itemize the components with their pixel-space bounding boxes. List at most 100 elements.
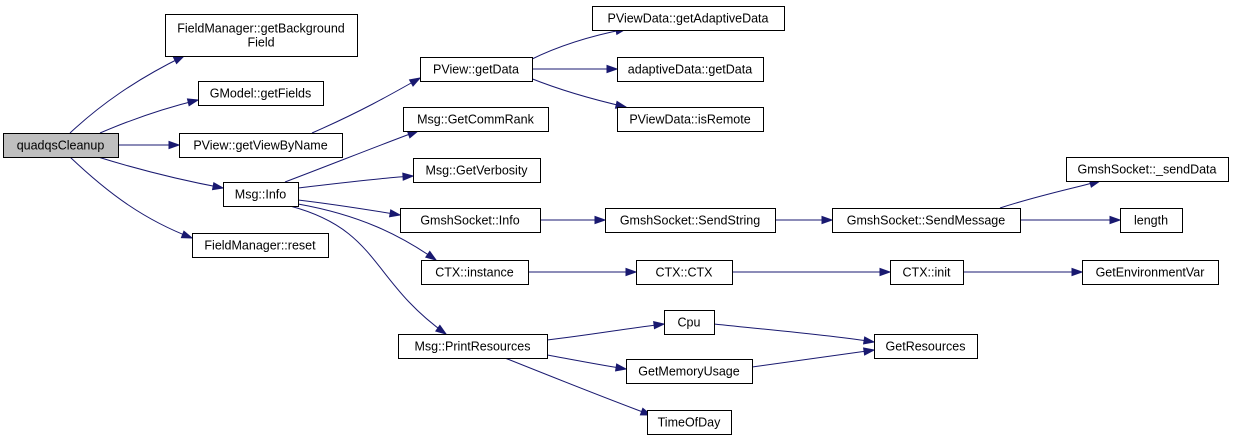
node-timeofday[interactable]: TimeOfDay xyxy=(647,410,732,435)
node-ctx-instance[interactable]: CTX::instance xyxy=(421,260,529,285)
node-gmshsocket-info[interactable]: GmshSocket::Info xyxy=(400,208,541,233)
node-quadqsCleanup[interactable]: quadqsCleanup xyxy=(3,133,119,158)
arrowhead xyxy=(614,363,628,372)
node-label: Msg::GetCommRank xyxy=(417,113,534,127)
node-box xyxy=(626,359,753,384)
node-gmshsocket-sendstring[interactable]: GmshSocket::SendString xyxy=(605,208,776,233)
edge-line xyxy=(289,205,447,335)
node-label: GetMemoryUsage xyxy=(638,365,739,379)
edge-msg_info-to-msg_getverbosity xyxy=(297,172,415,189)
edge-line xyxy=(311,77,421,134)
node-label: adaptiveData::getData xyxy=(628,63,752,77)
node-box xyxy=(165,14,358,57)
node-pviewdata-getadaptivedata[interactable]: PViewData::getAdaptiveData xyxy=(592,6,785,31)
node-box xyxy=(1066,157,1229,182)
edge-pview_getdata-to-adaptivedata_getdata xyxy=(532,64,619,74)
node-label: length xyxy=(1134,214,1168,228)
node-pviewdata-isremote[interactable]: PViewData::isRemote xyxy=(617,107,764,132)
node-gmshsocket-sendmessage[interactable]: GmshSocket::SendMessage xyxy=(832,208,1021,233)
node-gmodel-getfields[interactable]: GModel::getFields xyxy=(198,81,324,106)
node-msg-info[interactable]: Msg::Info xyxy=(223,182,299,207)
node-length[interactable]: length xyxy=(1120,208,1183,233)
edge-ctx_ctx-to-ctx_init xyxy=(732,267,892,277)
node-box xyxy=(890,260,964,285)
nodes-layer: quadqsCleanup FieldManager::getBackground… xyxy=(3,6,1229,435)
arrowhead xyxy=(180,230,194,239)
arrowhead xyxy=(862,336,876,345)
edge-line xyxy=(99,99,199,134)
edge-ctx_instance-to-ctx_ctx xyxy=(528,267,638,277)
node-box xyxy=(403,107,549,132)
edge-line xyxy=(97,156,224,189)
node-label: GmshSocket::_sendData xyxy=(1078,163,1217,177)
node-label: Msg::Info xyxy=(235,188,286,202)
node-pview-getviewbyname[interactable]: PView::getViewByName xyxy=(179,133,343,158)
edge-line xyxy=(529,28,627,61)
node-getresources[interactable]: GetResources xyxy=(874,334,978,359)
node-label: PView::getData xyxy=(433,63,519,77)
node-box xyxy=(617,57,764,82)
node-label: Cpu xyxy=(678,316,701,330)
arrowhead xyxy=(1109,215,1122,225)
node-box xyxy=(3,133,119,158)
edge-gmshsocket_sendmessage-to-length xyxy=(1020,215,1122,225)
node-box xyxy=(592,6,785,31)
node-box xyxy=(636,260,733,285)
node-box xyxy=(198,81,324,106)
arrowhead xyxy=(168,140,181,150)
arrowhead xyxy=(862,347,876,356)
node-pview-getdata[interactable]: PView::getData xyxy=(420,57,533,82)
edge-line xyxy=(713,323,875,343)
edge-gmshsocket_sendmessage-to-gmshsocket_senddata xyxy=(999,179,1102,209)
arrowhead xyxy=(402,172,415,181)
node-cpu[interactable]: Cpu xyxy=(664,310,715,335)
node-label: TimeOfDay xyxy=(658,416,721,430)
node-box xyxy=(664,310,715,335)
arrowhead xyxy=(408,77,422,87)
node-msg-getcommrank[interactable]: Msg::GetCommRank xyxy=(403,107,549,132)
node-label: Msg::GetVerbosity xyxy=(425,164,528,178)
edge-msg_info-to-ctx_instance xyxy=(297,203,438,261)
arrowhead xyxy=(186,98,200,107)
node-label: FieldManager::reset xyxy=(204,239,316,253)
node-box xyxy=(1120,208,1183,233)
arrowhead xyxy=(172,55,186,65)
edge-quadqsCleanup-to-fm_reset xyxy=(69,156,194,239)
node-getenvironmentvar[interactable]: GetEnvironmentVar xyxy=(1082,260,1219,285)
edge-line xyxy=(69,55,185,134)
arrowhead xyxy=(879,267,892,277)
node-label: Field xyxy=(247,36,274,50)
edge-line xyxy=(297,175,414,189)
node-msg-getverbosity[interactable]: Msg::GetVerbosity xyxy=(413,158,541,183)
edge-pview_getviewbyname-to-pview_getdata xyxy=(311,77,422,134)
edge-msg_printresources-to-getmemoryusage xyxy=(546,354,628,372)
edge-msg_printresources-to-cpu xyxy=(546,321,666,341)
node-ctx-init[interactable]: CTX::init xyxy=(890,260,964,285)
edge-line xyxy=(999,180,1101,209)
node-box xyxy=(398,334,548,359)
node-fm-reset[interactable]: FieldManager::reset xyxy=(192,233,329,258)
node-label: PView::getViewByName xyxy=(193,139,327,153)
arrowhead xyxy=(594,215,607,225)
node-ctx-ctx[interactable]: CTX::CTX xyxy=(636,260,733,285)
arrowhead xyxy=(424,250,438,261)
node-gmshsocket-senddata[interactable]: GmshSocket::_sendData xyxy=(1066,157,1229,182)
node-getmemoryusage[interactable]: GetMemoryUsage xyxy=(626,359,753,384)
edge-gmshsocket_sendstring-to-gmshsocket_sendmessage xyxy=(775,215,834,225)
node-label: Msg::PrintResources xyxy=(414,340,530,354)
node-box xyxy=(647,410,732,435)
node-adaptivedata-getdata[interactable]: adaptiveData::getData xyxy=(617,57,764,82)
edge-quadqsCleanup-to-gmodel_getfields xyxy=(99,98,200,134)
node-label: PViewData::getAdaptiveData xyxy=(608,12,769,26)
arrowhead xyxy=(1071,267,1084,277)
edge-line xyxy=(297,203,437,261)
node-box xyxy=(413,158,541,183)
arrowhead xyxy=(821,215,834,225)
node-msg-printresources[interactable]: Msg::PrintResources xyxy=(398,334,548,359)
edge-line xyxy=(69,156,193,239)
edge-line xyxy=(546,323,665,341)
arrowhead xyxy=(625,267,638,277)
node-label: GetResources xyxy=(886,340,966,354)
node-label: GmshSocket::SendMessage xyxy=(847,214,1005,228)
